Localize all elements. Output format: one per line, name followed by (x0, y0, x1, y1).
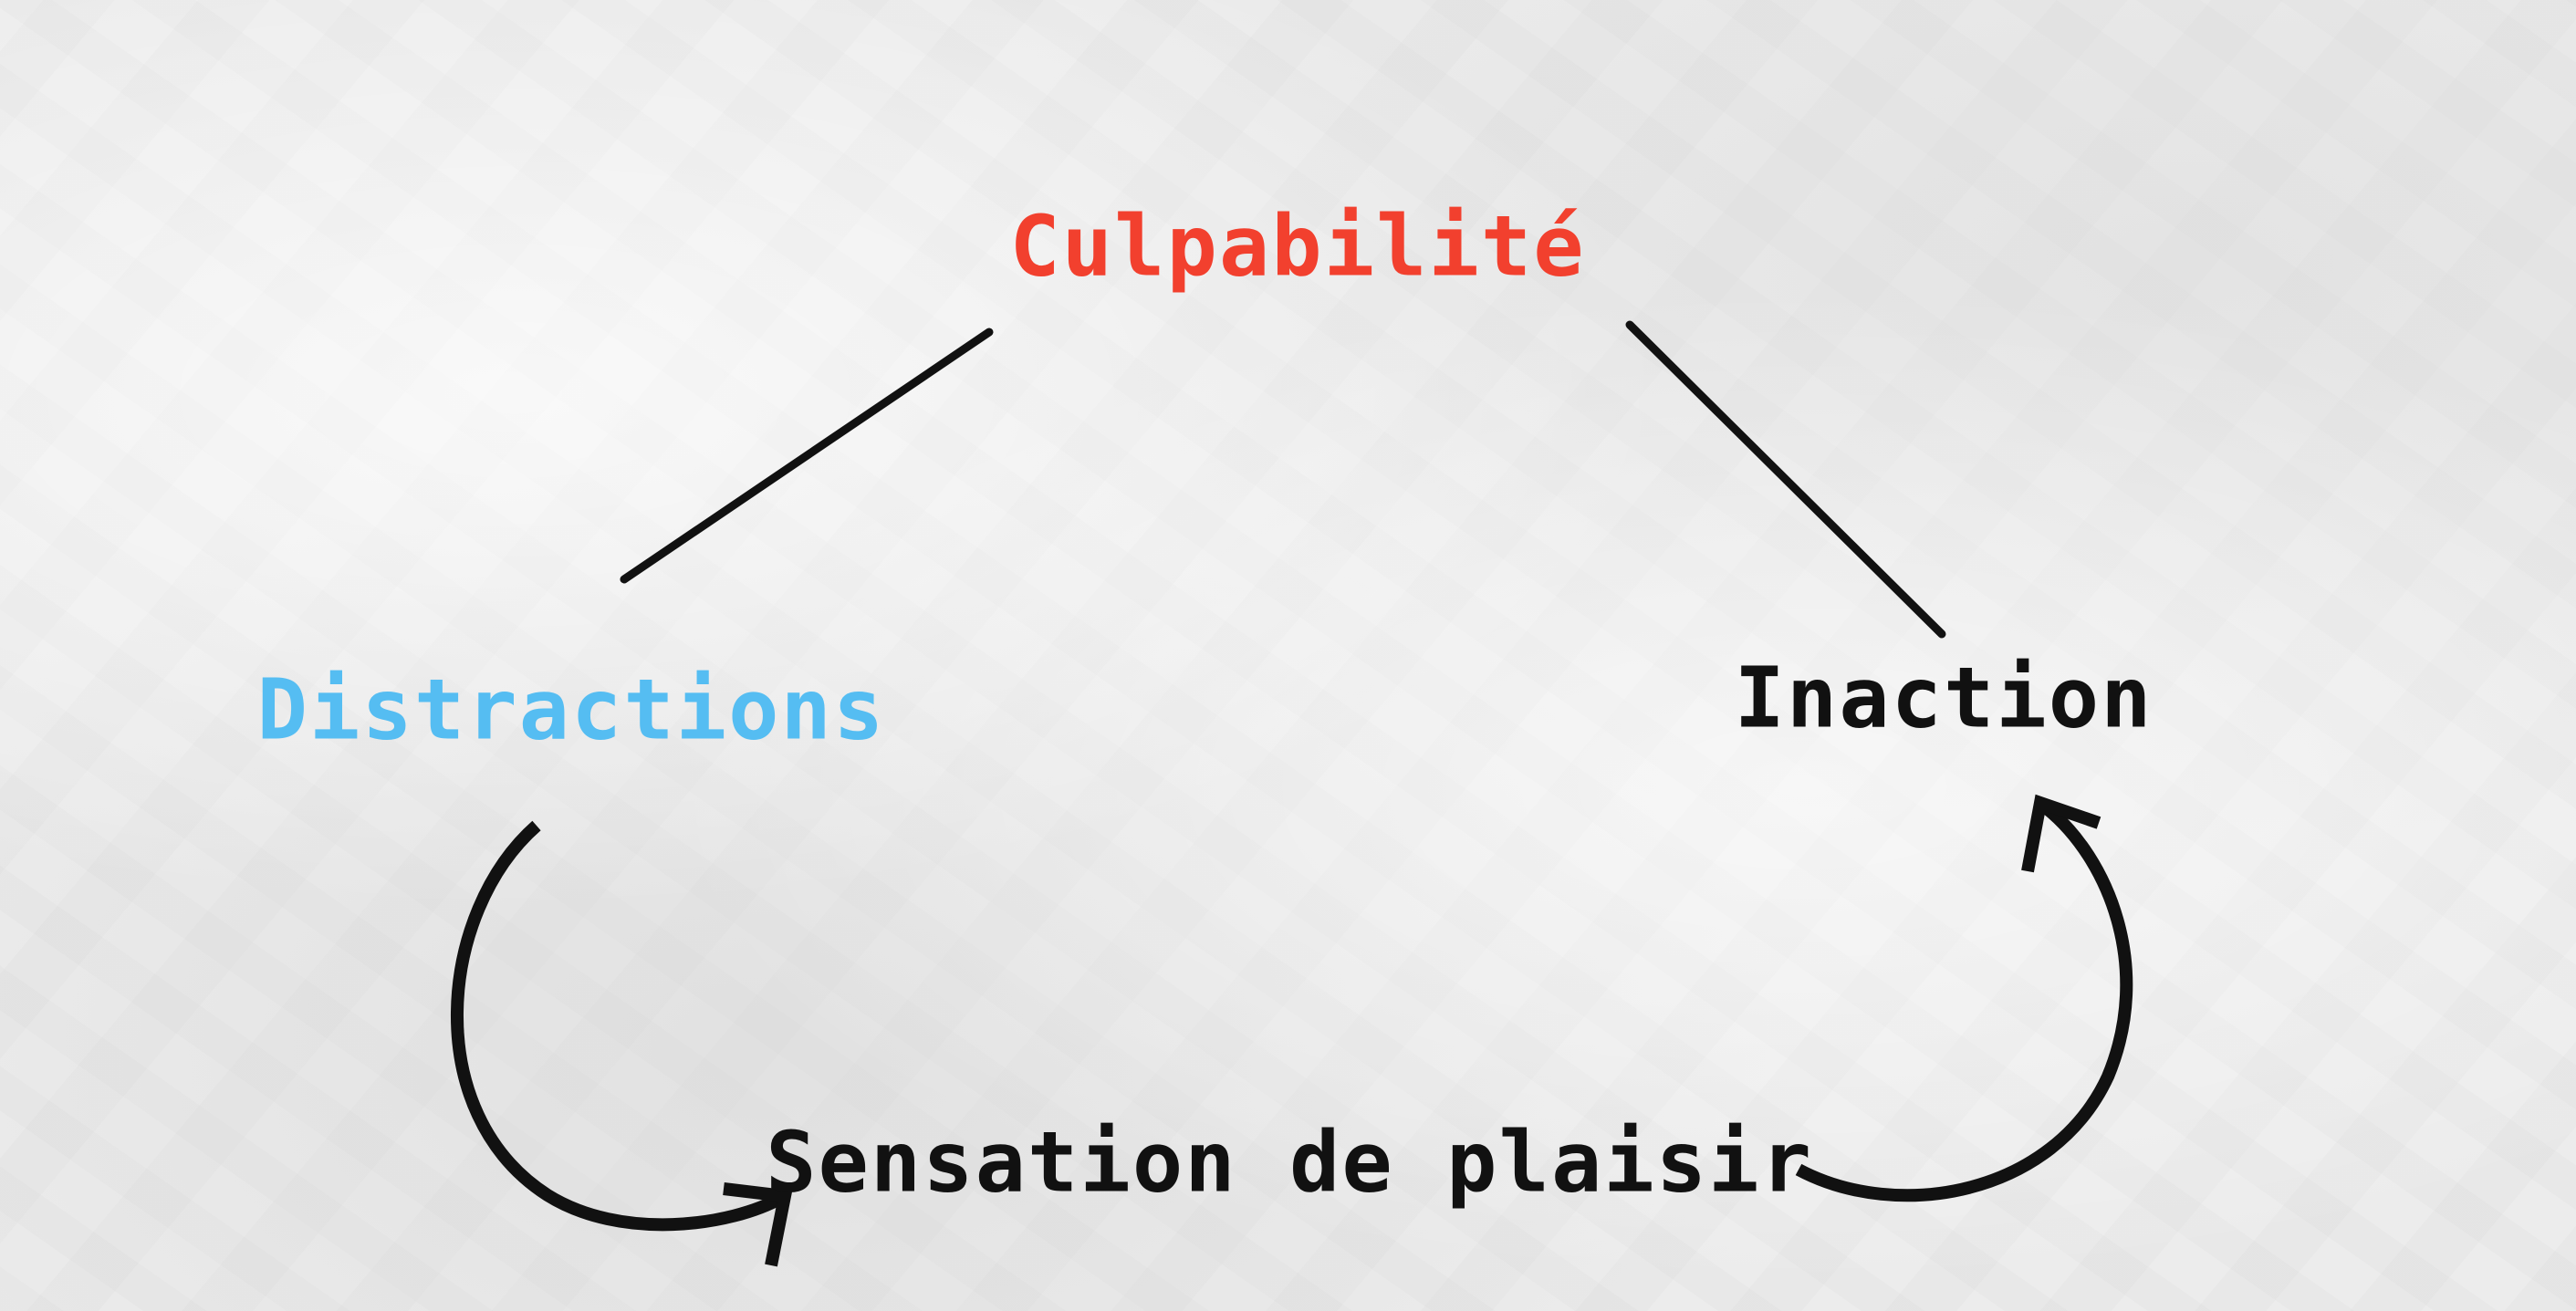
node-inaction: Inaction (1734, 649, 2154, 747)
line-culpabilite-inaction (1625, 320, 1946, 639)
arrow-plaisir-to-inaction (1795, 794, 2133, 1202)
node-sensation-de-plaisir: Sensation de plaisir (766, 1113, 1813, 1212)
line-culpabilite-distractions (620, 328, 994, 584)
arrow-distractions-to-plaisir (451, 820, 793, 1267)
node-distractions: Distractions (256, 661, 886, 759)
node-culpabilite: Culpabilité (1009, 197, 1586, 296)
